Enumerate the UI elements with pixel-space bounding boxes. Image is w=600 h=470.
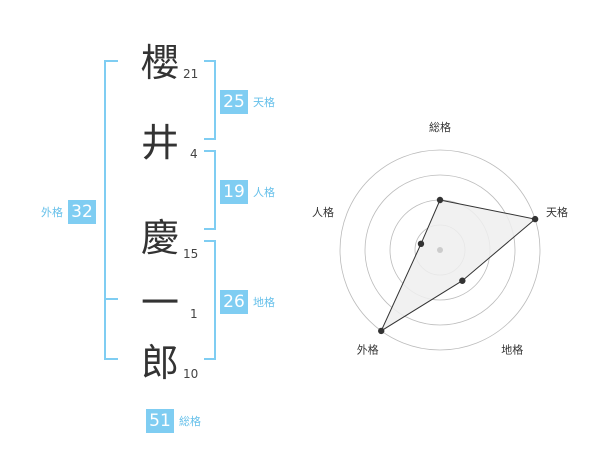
radar-ring-4 bbox=[339, 149, 541, 351]
stroke-count-3: 15 bbox=[183, 247, 199, 261]
radar-point-4 bbox=[378, 327, 385, 335]
gaikaku-bracket bbox=[104, 60, 118, 360]
radar-axis-label-4: 外格 bbox=[357, 343, 379, 357]
soukaku-value: 51 bbox=[146, 409, 174, 433]
jinkaku-value: 19 bbox=[220, 180, 248, 204]
radar-point-2 bbox=[531, 215, 539, 223]
radar-data-polygon bbox=[380, 199, 537, 333]
soukaku-badge: 51 総格 bbox=[146, 409, 206, 433]
chikaku-badge: 26 地格 bbox=[220, 290, 280, 314]
name-character-5: 郎 bbox=[140, 341, 179, 385]
jinkaku-bracket bbox=[204, 150, 216, 230]
chikaku-label: 地格 bbox=[253, 296, 275, 309]
name-character-3: 慶 bbox=[140, 216, 179, 260]
name-character-1: 櫻 bbox=[140, 41, 179, 85]
jinkaku-badge: 19 人格 bbox=[220, 180, 280, 204]
chikaku-value: 26 bbox=[220, 290, 248, 314]
tenkaku-value: 25 bbox=[220, 90, 248, 114]
gaikaku-bracket-divider bbox=[104, 298, 118, 300]
stroke-count-2: 4 bbox=[190, 147, 198, 161]
radar-points bbox=[378, 196, 539, 335]
radar-ring-3 bbox=[364, 174, 516, 326]
radar-point-1 bbox=[436, 196, 444, 204]
name-character-2: 井 bbox=[140, 121, 179, 165]
radar-point-5 bbox=[417, 240, 425, 248]
tenkaku-badge: 25 天格 bbox=[220, 90, 280, 114]
radar-axis-label-1: 総格 bbox=[429, 120, 451, 134]
radar-axis-label-5: 人格 bbox=[312, 205, 334, 219]
soukaku-label: 総格 bbox=[179, 415, 201, 428]
gaikaku-value: 32 bbox=[68, 200, 96, 224]
stroke-count-4: 1 bbox=[190, 307, 198, 321]
radar-rings bbox=[339, 149, 541, 351]
radar-axis-label-2: 天格 bbox=[546, 205, 568, 219]
gaikaku-label: 外格 bbox=[41, 206, 63, 219]
jinkaku-label: 人格 bbox=[253, 186, 275, 199]
tenkaku-label: 天格 bbox=[253, 96, 275, 109]
radar-center-dot bbox=[437, 247, 443, 253]
stroke-count-1: 21 bbox=[183, 67, 199, 81]
radar-point-3 bbox=[459, 277, 466, 284]
gaikaku-badge: 外格 32 bbox=[36, 200, 96, 224]
chikaku-bracket bbox=[204, 240, 216, 360]
radar-axis-label-3: 地格 bbox=[501, 343, 523, 357]
stroke-count-5: 10 bbox=[183, 367, 199, 381]
tenkaku-bracket bbox=[204, 60, 216, 140]
name-character-4: 一 bbox=[140, 281, 179, 325]
